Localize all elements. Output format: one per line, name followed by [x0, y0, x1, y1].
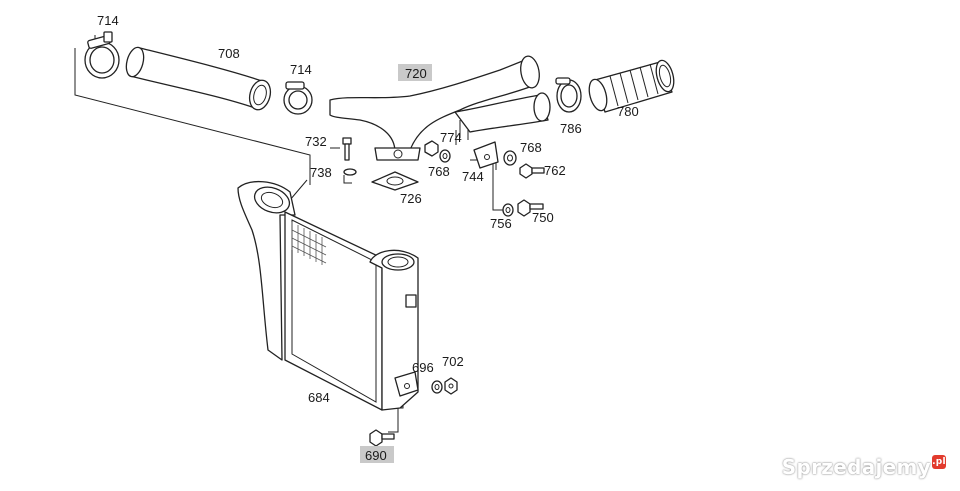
- label-780: 780: [617, 104, 639, 119]
- watermark-text: Sprzedajemy: [781, 455, 931, 479]
- label-702: 702: [442, 354, 464, 369]
- label-690: 690: [365, 448, 387, 463]
- intercooler-684: [237, 181, 419, 411]
- label-762: 762: [544, 163, 566, 178]
- label-786: 786: [560, 121, 582, 136]
- hose-clamp-714-left: [84, 31, 120, 79]
- charge-air-pipe-720: [329, 55, 551, 161]
- label-714-right: 714: [290, 62, 312, 77]
- gasket-726: [371, 171, 419, 191]
- label-726: 726: [400, 191, 422, 206]
- label-750: 750: [532, 210, 554, 225]
- nut-702: [444, 377, 458, 395]
- washer-696: [431, 380, 443, 394]
- label-756: 756: [490, 216, 512, 231]
- charge-air-hose-708: [125, 46, 272, 111]
- bolt-690: [369, 429, 395, 447]
- label-774: 774: [440, 130, 462, 145]
- washer-768-right: [503, 150, 517, 166]
- label-744: 744: [462, 169, 484, 184]
- bellows-hose-780: [588, 59, 675, 113]
- label-highlight-720: [398, 64, 432, 81]
- watermark-suffix-badge: .pl: [932, 455, 946, 469]
- label-732: 732: [305, 134, 327, 149]
- hose-clamp-714-right: [283, 81, 313, 115]
- label-768-left: 768: [428, 164, 450, 179]
- hose-clamp-786: [555, 77, 582, 113]
- label-696: 696: [412, 360, 434, 375]
- part-labels: 714 708 714 720 732 738 774 768 768 744 …: [97, 13, 639, 463]
- washer-756: [502, 203, 514, 217]
- bolt-750: [517, 199, 544, 217]
- bolt-732: [342, 137, 357, 176]
- sprzedajemy-watermark: Sprzedajemy.pl: [782, 455, 946, 479]
- bolt-762: [519, 163, 545, 179]
- nut-774: [424, 140, 439, 157]
- label-738: 738: [310, 165, 332, 180]
- label-684: 684: [308, 390, 330, 405]
- bracket-744: [473, 141, 499, 169]
- washer-768-left: [439, 149, 451, 163]
- label-highlight-690: [360, 446, 394, 463]
- label-708: 708: [218, 46, 240, 61]
- label-714-left: 714: [97, 13, 119, 28]
- label-768-right: 768: [520, 140, 542, 155]
- label-720: 720: [405, 66, 427, 81]
